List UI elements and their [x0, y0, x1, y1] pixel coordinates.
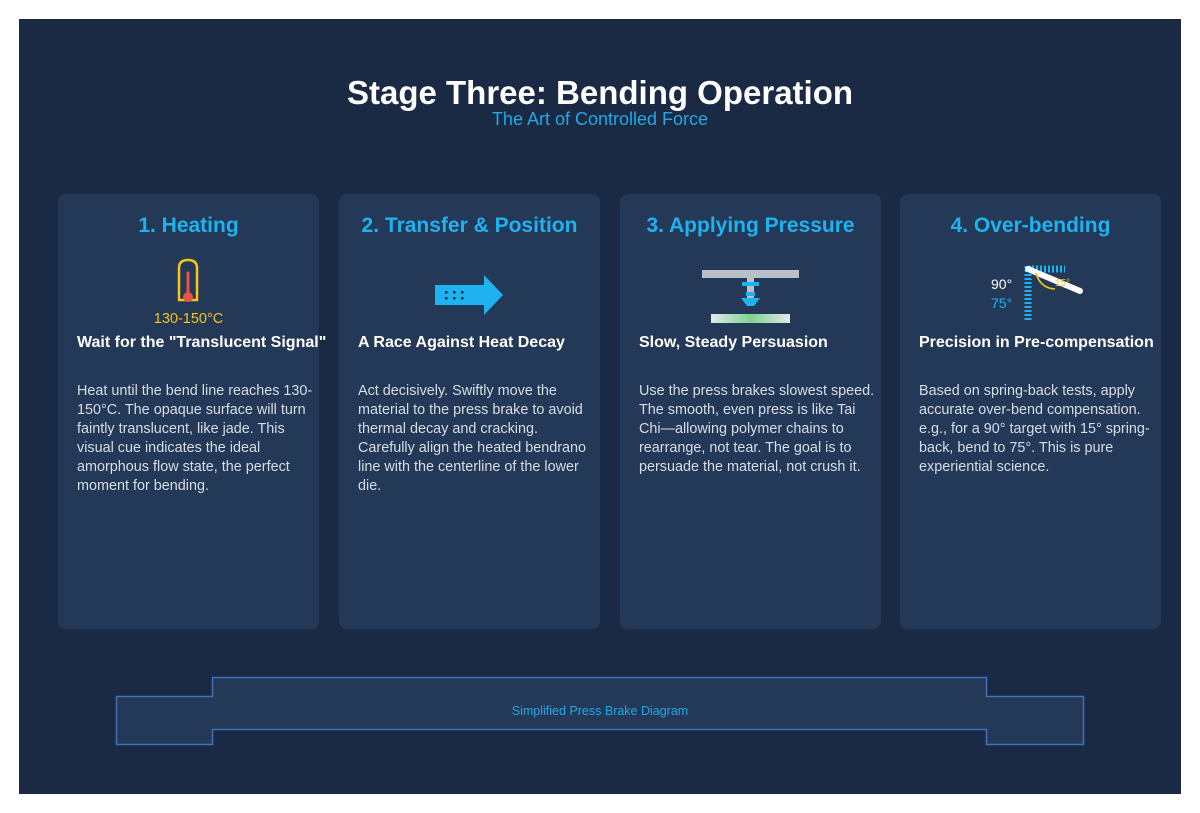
page-subtitle: The Art of Controlled Force	[491, 109, 709, 129]
diagram-label: Simplified Press Brake Diagram	[511, 704, 689, 718]
page-title: Stage Three: Bending Operation	[346, 74, 854, 111]
card-title: 2. Transfer & Position	[361, 214, 578, 237]
temperature-label: 130-150°C	[153, 311, 224, 327]
card-title: 4. Over-bending	[950, 214, 1111, 237]
card-body: Act decisively. Swiftly move the materia…	[358, 383, 587, 494]
card-heading: A Race Against Heat Decay	[358, 334, 565, 351]
card-body: Heat until the bend line reaches 130-150…	[77, 383, 313, 494]
press-icon	[620, 256, 881, 336]
press-brake-diagram	[115, 676, 1085, 746]
bend-angle-label: 75°	[991, 295, 1012, 311]
card-title: 1. Heating	[138, 214, 239, 237]
target-angle-label: 90°	[991, 276, 1012, 292]
card-body: Use the press brakes slowest speed. The …	[639, 383, 875, 475]
thermometer-icon	[58, 256, 319, 336]
card-body: Based on spring-back tests, apply accura…	[919, 383, 1150, 475]
springback-angle-label: 15°	[1055, 278, 1070, 289]
card-heading: Precision in Pre-compensation	[919, 334, 1154, 351]
step-card-pressure: 3. Applying Pressure Slow, Steady Persu	[620, 194, 881, 629]
angle-icon: 90° 75° 15°	[900, 256, 1161, 336]
card-heading: Wait for the "Translucent Signal"	[77, 334, 327, 351]
slide: Stage Three: Bending Operation The Art o…	[19, 19, 1181, 794]
card-heading: Slow, Steady Persuasion	[639, 334, 828, 351]
step-card-transfer: 2. Transfer & Position A Race Against He…	[339, 194, 600, 629]
card-title: 3. Applying Pressure	[646, 214, 855, 237]
step-card-heating: 1. Heating 130-150°C Wait for the "Trans…	[58, 194, 326, 629]
step-card-overbending: 4. Over-bending 90° 75° 15° Precision in…	[900, 194, 1161, 629]
arrow-right-icon	[339, 256, 600, 336]
